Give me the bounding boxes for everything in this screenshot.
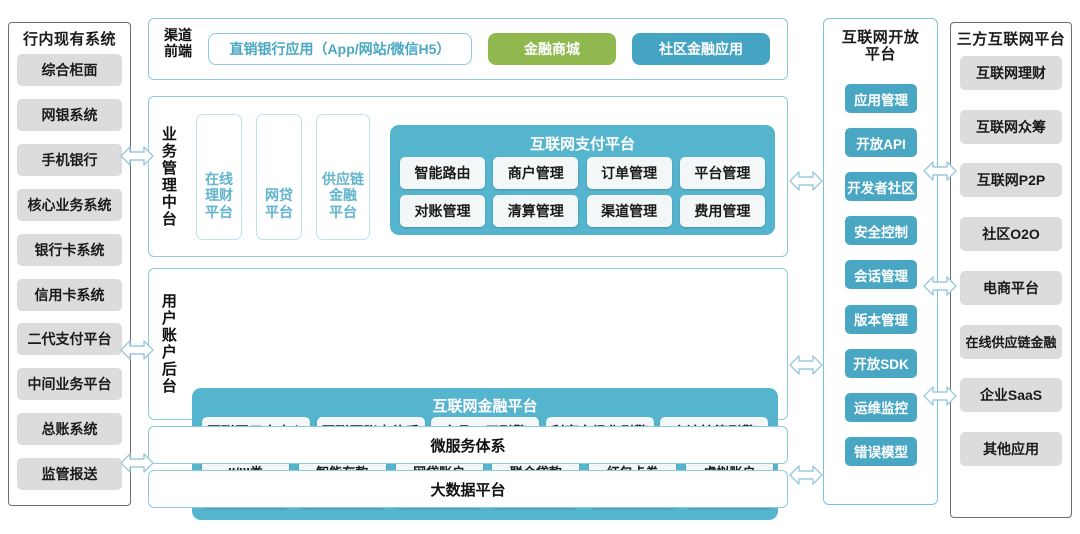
- open-platform-title: 互联网开放 平台: [823, 26, 938, 66]
- connector-open-3: [923, 383, 957, 409]
- third-party-item-8[interactable]: 其他应用: [960, 431, 1062, 466]
- payment-item-r2-4[interactable]: 费用管理: [679, 195, 765, 227]
- business-box-online-wealth-l1: 在线: [205, 170, 233, 187]
- third-party-item-7[interactable]: 企业SaaS: [960, 378, 1062, 413]
- connector-right-2: [789, 352, 823, 378]
- account-band-label: 用户账户后台: [159, 293, 177, 395]
- connector-left-1: [120, 143, 154, 169]
- left-item-9[interactable]: 总账系统: [17, 413, 122, 446]
- left-item-8[interactable]: 中间业务平台: [17, 368, 122, 401]
- business-box-online-wealth-l3: 平台: [205, 204, 233, 221]
- connector-left-2: [120, 337, 154, 363]
- payment-item-r1-1[interactable]: 智能路由: [400, 157, 485, 189]
- left-item-1[interactable]: 综合柜面: [17, 54, 122, 86]
- left-item-5[interactable]: 银行卡系统: [17, 233, 122, 266]
- connector-right-3: [789, 462, 823, 488]
- business-box-supply-chain-l2: 金融: [329, 187, 357, 204]
- channel-item-direct-bank[interactable]: 直销银行应用（App/网站/微信H5）: [208, 33, 472, 65]
- payment-platform-row-2: 对账管理清算管理渠道管理费用管理: [400, 195, 765, 227]
- business-box-online-wealth-l2: 理财: [205, 187, 233, 204]
- channel-item-financial-mall[interactable]: 金融商城: [488, 33, 616, 65]
- payment-platform-title: 互联网支付平台: [529, 136, 635, 153]
- open-platform-item-2[interactable]: 开放API: [845, 128, 917, 158]
- payment-item-r2-1[interactable]: 对账管理: [400, 195, 485, 227]
- payment-item-r1-2[interactable]: 商户管理: [493, 157, 579, 189]
- connector-left-3: [120, 450, 154, 476]
- left-item-10[interactable]: 监管报送: [17, 458, 122, 491]
- open-platform-item-8[interactable]: 运维监控: [845, 392, 917, 422]
- business-box-online-loan-l2: 平台: [265, 204, 293, 221]
- open-platform-item-7[interactable]: 开放SDK: [845, 348, 917, 378]
- microservice-bar[interactable]: 微服务体系: [148, 426, 788, 464]
- open-platform-item-1[interactable]: 应用管理: [845, 84, 917, 113]
- open-platform-item-5[interactable]: 会话管理: [845, 260, 917, 290]
- left-item-2[interactable]: 网银系统: [17, 98, 122, 131]
- payment-item-r2-2[interactable]: 清算管理: [493, 195, 579, 227]
- payment-platform-panel: 互联网支付平台 智能路由商户管理订单管理平台管理 对账管理清算管理渠道管理费用管…: [390, 125, 775, 235]
- open-platform-item-3[interactable]: 开发者社区: [845, 172, 917, 202]
- left-column-title: 行内现有系统: [22, 31, 116, 49]
- channel-item-community-finance[interactable]: 社区金融应用: [632, 33, 770, 65]
- third-party-item-3[interactable]: 互联网P2P: [960, 163, 1062, 198]
- third-party-item-6[interactable]: 在线供应链金融: [960, 324, 1062, 359]
- payment-item-r1-4[interactable]: 平台管理: [679, 157, 765, 189]
- business-band-label: 业务管理中台: [159, 125, 177, 228]
- left-item-7[interactable]: 二代支付平台: [17, 323, 122, 356]
- open-platform-title-line1: 互联网开放: [841, 28, 920, 46]
- channel-band-label: 渠道 前端: [152, 27, 204, 59]
- business-box-supply-chain-finance[interactable]: 供应链 金融 平台: [316, 114, 370, 240]
- open-platform-title-line2: 平台: [864, 46, 896, 63]
- connector-open-2: [923, 273, 957, 299]
- open-platform-item-4[interactable]: 安全控制: [845, 216, 917, 246]
- payment-item-r2-3[interactable]: 渠道管理: [586, 195, 672, 227]
- open-platform-item-6[interactable]: 版本管理: [845, 304, 917, 334]
- left-item-3[interactable]: 手机银行: [17, 143, 122, 176]
- left-item-6[interactable]: 信用卡系统: [17, 278, 122, 311]
- channel-band-label-line2: 前端: [164, 42, 192, 59]
- third-party-title: 三方互联网平台: [956, 31, 1066, 49]
- payment-platform-row-1: 智能路由商户管理订单管理平台管理: [400, 157, 765, 189]
- payment-item-r1-3[interactable]: 订单管理: [586, 157, 672, 189]
- business-box-online-loan-l1: 网贷: [265, 187, 293, 204]
- third-party-item-2[interactable]: 互联网众筹: [960, 109, 1062, 144]
- connector-right-1: [789, 168, 823, 194]
- open-platform-item-9[interactable]: 错误模型: [845, 436, 917, 466]
- channel-band-label-line1: 渠道: [164, 27, 192, 43]
- business-box-online-loan[interactable]: 网贷 平台: [256, 114, 302, 240]
- connector-open-1: [923, 158, 957, 184]
- third-party-item-1[interactable]: 互联网理财: [960, 56, 1062, 90]
- business-box-supply-chain-l1: 供应链: [322, 170, 364, 187]
- third-party-item-5[interactable]: 电商平台: [960, 270, 1062, 305]
- business-box-online-wealth[interactable]: 在线 理财 平台: [196, 114, 242, 240]
- third-party-item-4[interactable]: 社区O2O: [960, 217, 1062, 252]
- bigdata-bar[interactable]: 大数据平台: [148, 470, 788, 508]
- left-item-4[interactable]: 核心业务系统: [17, 188, 122, 221]
- internet-finance-platform-title: 互联网金融平台: [432, 398, 538, 415]
- business-box-supply-chain-l3: 平台: [329, 204, 357, 221]
